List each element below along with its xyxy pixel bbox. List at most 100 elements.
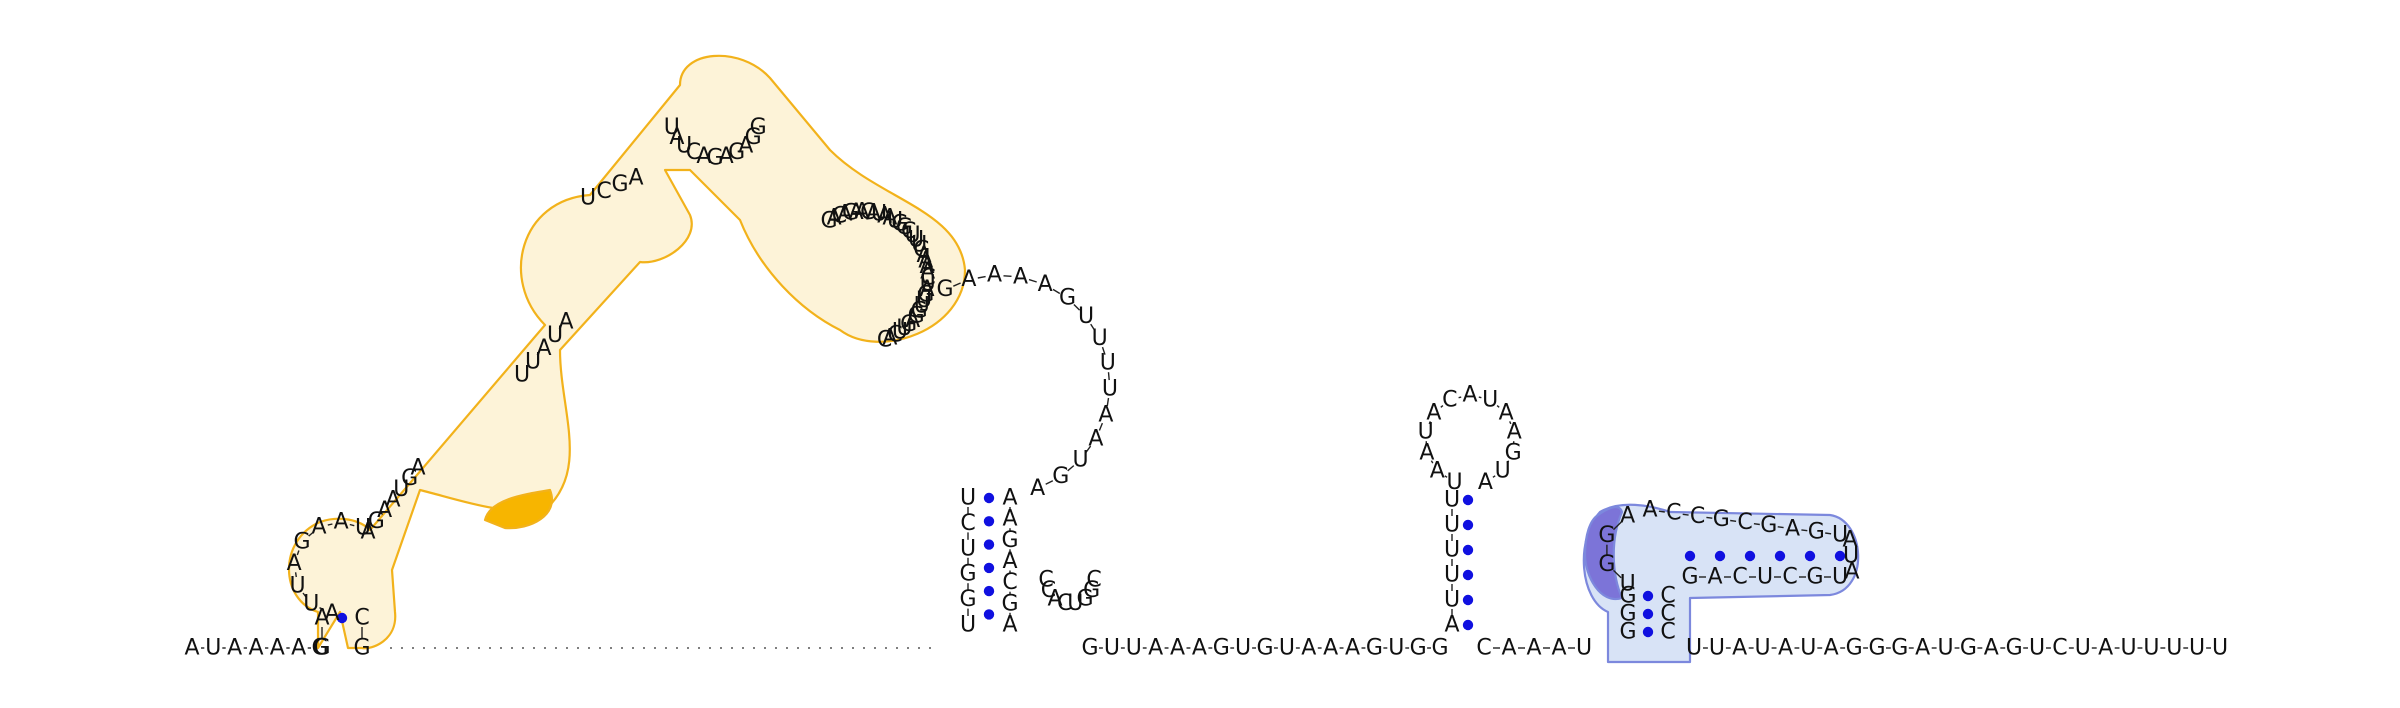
- nucleotide: C: [1038, 568, 1053, 593]
- nucleotide: C: [1660, 584, 1675, 609]
- nucleotide: U: [1444, 488, 1460, 513]
- nucleotide: A: [1915, 636, 1930, 661]
- base-pair-dot: [1462, 519, 1474, 531]
- backbone-link: [1067, 465, 1075, 472]
- backbone-link: [1730, 519, 1737, 522]
- nucleotide: A: [558, 310, 573, 335]
- nucleotide: U: [920, 271, 936, 296]
- backbone-link: [1003, 275, 1012, 277]
- backbone-link: [1107, 372, 1110, 381]
- nucleotide: G: [1846, 636, 1863, 661]
- nucleotide: C: [1732, 565, 1747, 590]
- nucleotide: G: [959, 587, 976, 612]
- nucleotide: C: [686, 140, 701, 165]
- nucleotide: C: [1782, 565, 1797, 590]
- nucleotide: A: [1444, 613, 1459, 638]
- nucleotide: A: [184, 636, 199, 661]
- domain-1-region: [288, 54, 967, 650]
- nucleotide: G: [1713, 507, 1730, 532]
- nucleotide: G: [2006, 636, 2023, 661]
- base-pairs: [336, 492, 1846, 638]
- backbone-link: [1428, 421, 1431, 425]
- nucleotide: G: [1619, 602, 1636, 627]
- nucleotide: A: [882, 325, 897, 350]
- nucleotide: A: [1478, 470, 1493, 495]
- backbone-link: [1106, 397, 1110, 407]
- backbone-link: [294, 572, 297, 578]
- backbone-link: [1085, 445, 1092, 453]
- backbone-link: [977, 275, 986, 279]
- nucleotide: A: [1620, 504, 1635, 529]
- nucleotide: A: [738, 134, 753, 159]
- nucleotide: A: [1098, 402, 1113, 427]
- backbone-link: [1101, 346, 1106, 355]
- nucleotide: G: [311, 636, 328, 661]
- nucleotide: G: [401, 466, 418, 491]
- nucleotide: U: [1444, 538, 1460, 563]
- base-pair-dot: [1684, 550, 1696, 562]
- nucleotide: A: [1030, 476, 1045, 501]
- nucleotide: A: [877, 204, 892, 229]
- nucleotide: A: [987, 263, 1002, 288]
- nucleotide: G: [1619, 620, 1636, 645]
- nucleotide: C: [354, 606, 369, 631]
- nucleotide: U: [1444, 563, 1460, 588]
- nucleotide: A: [334, 510, 349, 535]
- base-pair-dot: [1834, 550, 1846, 562]
- nucleotide: G: [368, 509, 385, 534]
- nucleotide: A: [1148, 636, 1163, 661]
- nucleotide: G: [959, 562, 976, 587]
- base-pair-dot: [1804, 550, 1816, 562]
- backbone-link: [1028, 278, 1037, 283]
- nucleotide: U: [1832, 565, 1848, 590]
- nucleotide: A: [628, 166, 643, 191]
- backbone-link: [1073, 304, 1081, 311]
- nucleotide: C: [1660, 620, 1675, 645]
- backbone-link: [1098, 422, 1104, 431]
- nucleotide: U: [1709, 636, 1725, 661]
- base-pair-dot: [1714, 550, 1726, 562]
- nucleotide: A: [905, 308, 920, 333]
- nucleotide: U: [1938, 636, 1954, 661]
- nucleotide: A: [1732, 636, 1747, 661]
- nucleotide: U: [676, 134, 692, 159]
- nucleotide: C: [1737, 510, 1752, 535]
- nucleotide: U: [1757, 565, 1773, 590]
- domain-2-highlight: [1583, 506, 1624, 601]
- nucleotide: C: [1666, 501, 1681, 526]
- backbone-link: [1825, 532, 1832, 535]
- nucleotide: G: [1059, 286, 1076, 311]
- nucleotide: G: [1505, 440, 1522, 465]
- nucleotide: A: [377, 498, 392, 523]
- nucleotide: G: [1431, 636, 1448, 661]
- nucleotide: U: [1418, 420, 1434, 445]
- base-pair-dot: [336, 612, 348, 624]
- nucleotide: U: [1444, 513, 1460, 538]
- nucleotide: U: [1067, 591, 1083, 616]
- nucleotide: G: [1001, 528, 1018, 553]
- nucleotide: G: [1808, 519, 1825, 544]
- nucleotide: C: [860, 200, 875, 225]
- nucleotide: A: [827, 206, 842, 231]
- nucleotide: C: [1442, 387, 1457, 412]
- nucleotide: U: [514, 363, 530, 388]
- nucleotide: U: [914, 293, 930, 318]
- nucleotide: U: [580, 186, 596, 211]
- nucleotide: G: [1806, 565, 1823, 590]
- nucleotide: U: [1495, 458, 1511, 483]
- nucleotide: A: [1192, 636, 1207, 661]
- nucleotide: A: [2098, 636, 2113, 661]
- nucleotide: U: [1843, 544, 1859, 569]
- nucleotide: A: [1345, 636, 1360, 661]
- nucleotide: U: [355, 516, 371, 541]
- nucleotide: C: [1660, 602, 1675, 627]
- nucleotide: C: [920, 266, 935, 291]
- nucleotide: A: [1526, 636, 1541, 661]
- base-pair-dot: [983, 609, 995, 620]
- nucleotide: U: [887, 208, 903, 233]
- nucleotide: A: [324, 601, 339, 626]
- nucleotide: G: [1083, 578, 1100, 603]
- nucleotide: A: [1419, 440, 1434, 465]
